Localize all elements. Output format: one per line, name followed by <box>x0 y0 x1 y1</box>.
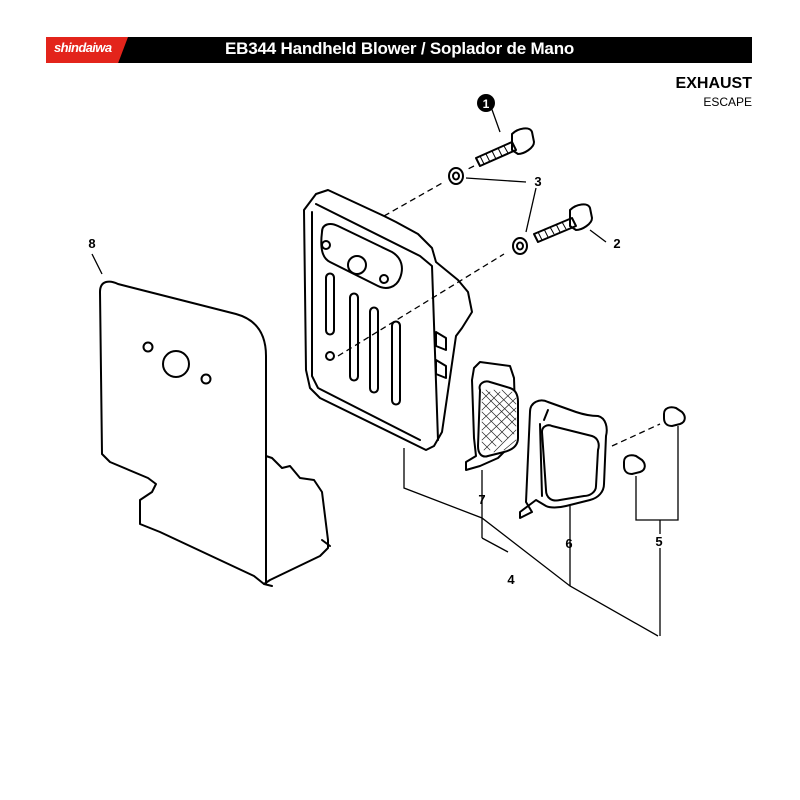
callout-1: 1 <box>483 97 490 111</box>
part-2-bolt <box>533 203 593 243</box>
callout-7: 7 <box>478 492 485 507</box>
callout-8: 8 <box>88 236 95 251</box>
screen-mesh <box>481 389 517 453</box>
part-4-muffler <box>303 189 473 451</box>
assembly-dash-lines <box>337 165 661 447</box>
part-3-washers <box>448 167 528 255</box>
brand-logo <box>46 37 128 63</box>
part-5-screws <box>623 406 686 475</box>
brand-logo-text: shindaiwa <box>54 40 112 55</box>
page-title: EB344 Handheld Blower / Soplador de Mano <box>225 39 575 58</box>
bolt-threads <box>479 145 567 241</box>
leader-lines <box>91 103 679 637</box>
callout-5: 5 <box>655 534 662 549</box>
part-6-muffler-cover <box>519 399 608 519</box>
section-subtitle: ESCAPE <box>703 95 752 109</box>
callout-1-marker: 1 <box>477 94 495 112</box>
header-bar <box>46 37 752 63</box>
section-title: EXHAUST <box>675 75 752 92</box>
callout-6: 6 <box>565 536 572 551</box>
part-8-heat-shield <box>99 280 331 587</box>
part-7-spark-arrester <box>465 361 519 471</box>
callout-3: 3 <box>534 174 541 189</box>
callout-2: 2 <box>613 236 620 251</box>
callout-4: 4 <box>507 572 515 587</box>
part-1-bolt <box>475 127 535 167</box>
